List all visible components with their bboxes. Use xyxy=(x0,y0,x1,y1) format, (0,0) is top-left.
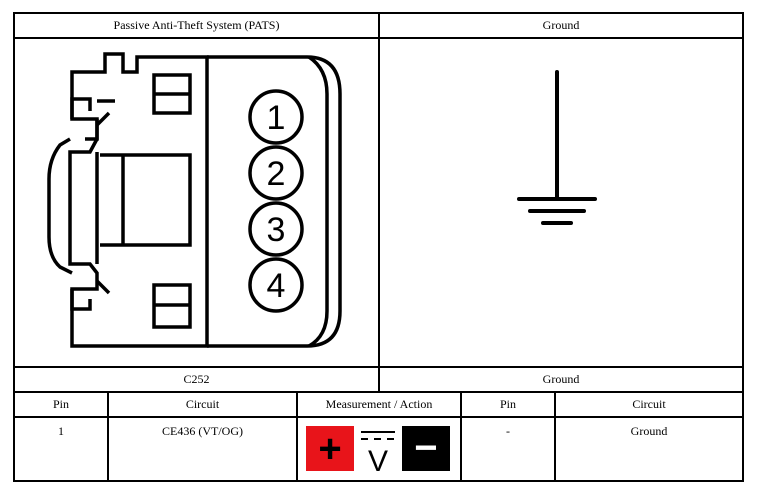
pin-4-label: 4 xyxy=(267,267,286,305)
column-header-pin: Pin xyxy=(52,397,69,411)
divider-col-4 xyxy=(554,391,556,482)
pin-3-circle xyxy=(248,201,304,257)
pin-1-label: 1 xyxy=(267,99,286,137)
negative-probe-symbol: − xyxy=(414,426,437,470)
divider-col-3 xyxy=(460,391,462,482)
connector-latch xyxy=(47,137,73,275)
table-row-circuit-2: Ground xyxy=(630,424,668,438)
divider-table-header xyxy=(13,416,744,418)
header-left-title: Passive Anti-Theft System (PATS) xyxy=(113,18,280,32)
pin-3-label: 3 xyxy=(267,211,286,249)
divider-col-2 xyxy=(296,391,298,482)
divider-caption-bottom xyxy=(13,391,744,393)
ground-symbol xyxy=(517,70,597,225)
column-header-measurement: Measurement / Action xyxy=(325,397,433,411)
pin-1-circle xyxy=(248,89,304,145)
pin-4-circle xyxy=(248,257,304,313)
column-header-pin-2: Pin xyxy=(499,397,516,411)
pin-2-label: 2 xyxy=(267,155,286,193)
divider-col-1 xyxy=(107,391,109,482)
connector-diagram: 1 2 3 4 xyxy=(47,52,342,348)
dc-voltage-icon xyxy=(361,431,395,440)
header-right-title: Ground xyxy=(542,18,580,32)
dc-voltage-symbol: V xyxy=(368,445,388,478)
negative-probe-icon xyxy=(402,426,450,471)
column-header-circuit: Circuit xyxy=(185,397,220,411)
positive-probe-icon xyxy=(306,426,354,471)
pin-2-circle xyxy=(248,145,304,201)
column-header-circuit-2: Circuit xyxy=(632,397,666,411)
table-row-circuit: CE436 (VT/OG) xyxy=(162,424,243,438)
divider-center xyxy=(378,12,380,392)
connector-caption: C252 xyxy=(183,372,210,386)
positive-probe-symbol: + xyxy=(318,427,341,471)
measurement-icons: + V − xyxy=(306,426,450,478)
table-row-pin: 1 xyxy=(58,424,64,438)
pin-housing xyxy=(207,55,342,348)
ground-caption: Ground xyxy=(542,372,580,386)
table-row-pin-2: - xyxy=(506,424,510,438)
